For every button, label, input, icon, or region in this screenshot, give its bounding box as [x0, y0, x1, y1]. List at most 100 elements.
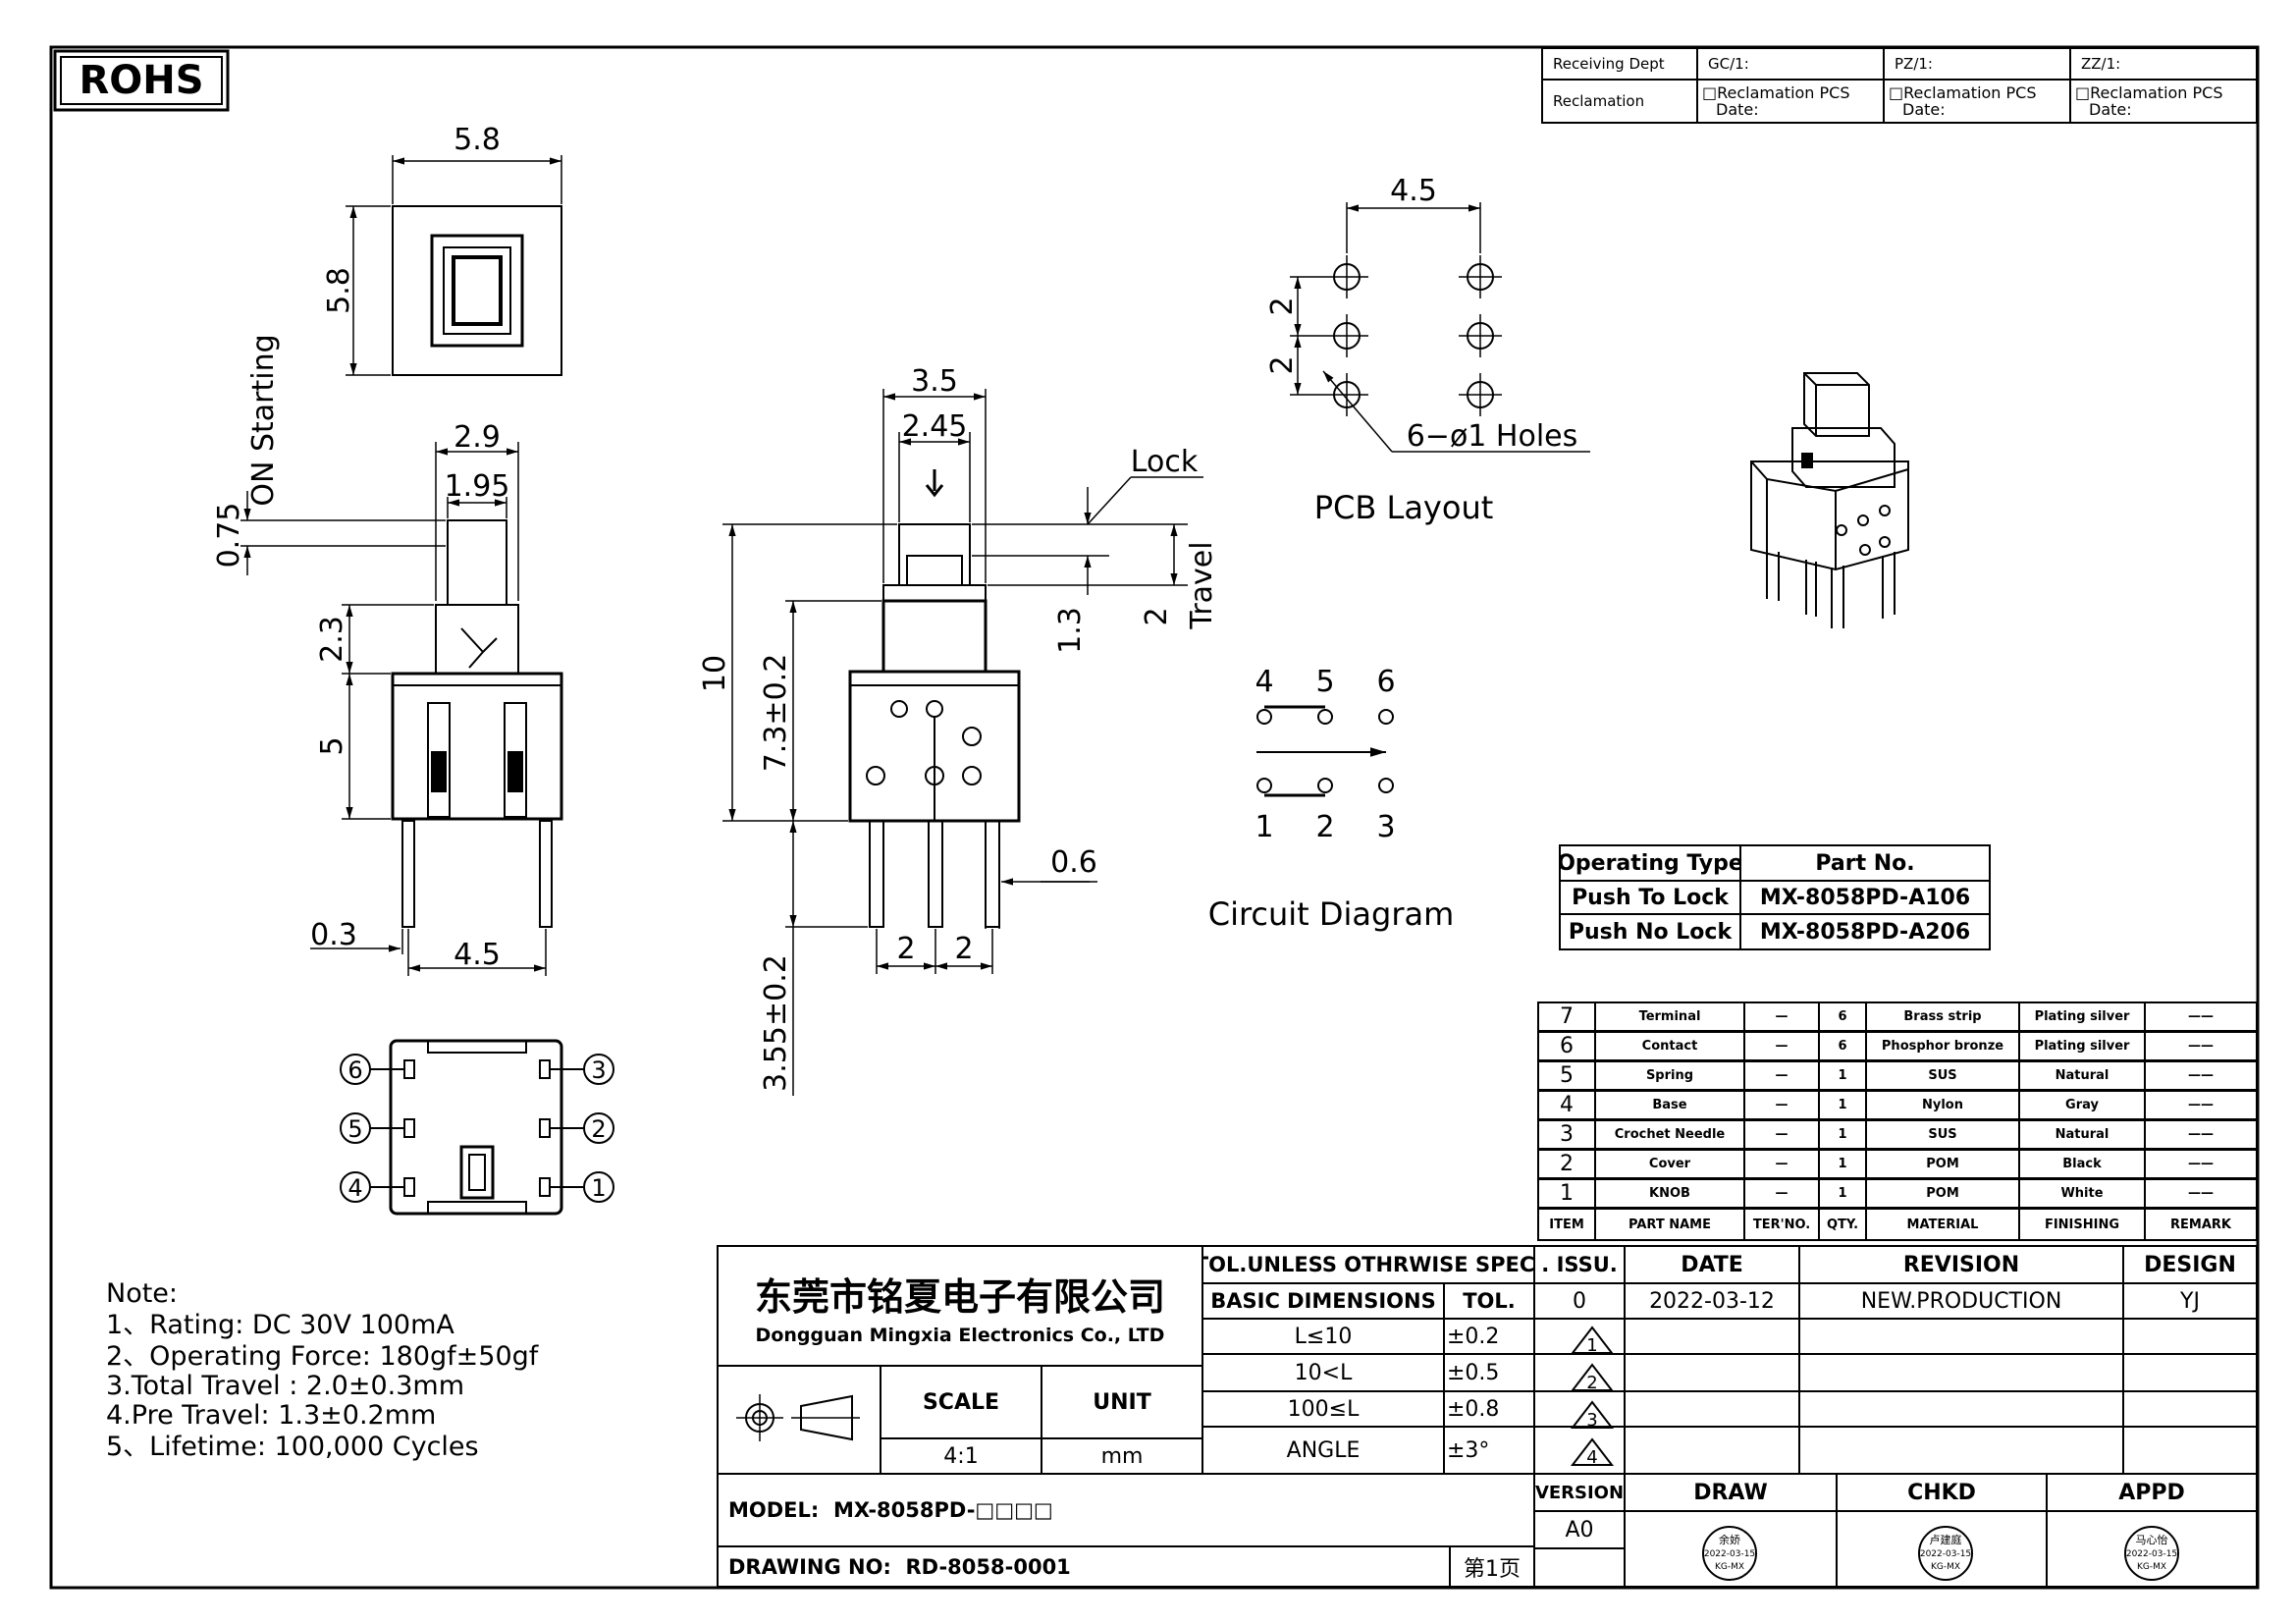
- receiving-dept-label: Receiving Dept: [1541, 47, 1698, 81]
- tol-row-4-range: ANGLE: [1201, 1426, 1445, 1475]
- op-header-type: Operating Type: [1559, 844, 1741, 882]
- dim-lock-value: 1.3: [1053, 607, 1088, 654]
- dim-side-height-1: 2.3: [315, 616, 349, 663]
- model-value: MX-8058PD-□□□□: [832, 1498, 1053, 1522]
- pcb-width: 4.5: [1390, 174, 1437, 208]
- version-value: A0: [1533, 1510, 1626, 1549]
- reclamation-date: Date:: [1902, 100, 1946, 119]
- bom-cell: Cover: [1594, 1149, 1745, 1179]
- appd-signature: [2046, 1510, 2258, 1588]
- tol-title: TOL.UNLESS OTHRWISE SPEC.: [1201, 1245, 1535, 1284]
- design-header: DESIGN: [2122, 1245, 2258, 1284]
- version-blank: [1533, 1547, 1626, 1588]
- bom-cell: Nylon: [1865, 1090, 2020, 1120]
- bom-cell: Plating silver: [2018, 1001, 2146, 1032]
- dim-pin-pitch: 4.5: [454, 938, 501, 972]
- op-header-part: Part No.: [1739, 844, 1991, 882]
- revision-cell: [1533, 1353, 1626, 1392]
- dim-front-pin: 3.55±0.2: [759, 954, 793, 1092]
- rev-description: NEW.PRODUCTION: [1798, 1282, 2124, 1320]
- dim-front-width-1: 3.5: [911, 364, 958, 399]
- draw-label: DRAW: [1624, 1473, 1838, 1512]
- tol-row-3-range: 100≤L: [1201, 1390, 1445, 1428]
- bom-cell: Natural: [2018, 1060, 2146, 1091]
- revision-cell: [1624, 1353, 1800, 1392]
- bom-cell: —: [1743, 1178, 1820, 1209]
- basic-dims: BASIC DIMENSIONS: [1201, 1282, 1445, 1320]
- notes: Note: 1、Rating: DC 30V 100mA 2、Operating…: [106, 1278, 540, 1462]
- scale-value: 4:1: [880, 1437, 1042, 1475]
- bom-cell: 1: [1818, 1149, 1867, 1179]
- dim-top-height: 5.8: [322, 267, 356, 314]
- circuit-label-6: 6: [1376, 665, 1395, 699]
- bom-cell: 1: [1818, 1090, 1867, 1120]
- pcb-pitch-2: 2: [1265, 355, 1300, 374]
- dim-travel-value: 2: [1140, 607, 1174, 625]
- bom-cell: 6: [1537, 1031, 1596, 1061]
- bom-cell: 3: [1537, 1119, 1596, 1150]
- issu-header: . ISSU.: [1533, 1245, 1626, 1284]
- pin-label-6: 6: [347, 1056, 362, 1084]
- bom-header: PART NAME: [1594, 1208, 1745, 1241]
- page-number: 第1页: [1449, 1545, 1535, 1588]
- rev-designer: YJ: [2122, 1282, 2258, 1320]
- revision-cell: [1533, 1318, 1626, 1355]
- op-row-2-type: Push No Lock: [1559, 913, 1741, 950]
- bom-cell: Gray: [2018, 1090, 2146, 1120]
- bom-cell: ——: [2144, 1149, 2258, 1179]
- pin-label-3: 3: [591, 1056, 606, 1084]
- bom-cell: —: [1743, 1031, 1820, 1061]
- side-view: [240, 442, 563, 976]
- company-cell: 东莞市铭夏电子有限公司 Dongguan Mingxia Electronics…: [717, 1245, 1203, 1367]
- bom-cell: 1: [1537, 1178, 1596, 1209]
- scale-label: SCALE: [880, 1365, 1042, 1439]
- circuit-diagram-title: Circuit Diagram: [1208, 895, 1455, 933]
- bom-cell: 2: [1537, 1149, 1596, 1179]
- circuit-label-4: 4: [1255, 665, 1273, 699]
- unit-label: UNIT: [1041, 1365, 1203, 1439]
- bom-cell: Phosphor bronze: [1865, 1031, 2020, 1061]
- revision-cell: [1624, 1318, 1800, 1355]
- revision-cell: [2122, 1318, 2258, 1355]
- bom-cell: —: [1743, 1149, 1820, 1179]
- bom-cell: SUS: [1865, 1060, 2020, 1091]
- dim-side-width-2: 1.95: [445, 469, 510, 504]
- reclamation-text: □Reclamation PCS: [1889, 83, 2037, 102]
- dim-front-pitch-2: 2: [954, 932, 973, 966]
- circuit-label-2: 2: [1315, 810, 1334, 844]
- reclamation-text: □Reclamation PCS: [1702, 83, 1850, 102]
- bottom-view: [340, 1039, 614, 1216]
- bom-cell: Spring: [1594, 1060, 1745, 1091]
- bom-header: TER'NO.: [1743, 1208, 1820, 1241]
- receiving-col-zz: ZZ/1:: [2069, 47, 2258, 81]
- top-view: [346, 155, 562, 376]
- dim-side-width-1: 2.9: [454, 420, 501, 455]
- rev-issu: 0: [1533, 1282, 1626, 1320]
- dim-front-pitch-1: 2: [896, 932, 915, 966]
- receiving-col-pz: PZ/1:: [1883, 47, 2071, 81]
- drawing-no-label: DRAWING NO:: [728, 1554, 891, 1579]
- circuit-label-5: 5: [1315, 665, 1334, 699]
- bom-cell: White: [2018, 1178, 2146, 1209]
- bom-cell: Contact: [1594, 1031, 1745, 1061]
- rev-date: 2022-03-12: [1624, 1282, 1800, 1320]
- bom-cell: —: [1743, 1119, 1820, 1150]
- revision-cell: [1798, 1353, 2124, 1392]
- bom-cell: KNOB: [1594, 1178, 1745, 1209]
- revision-header: REVISION: [1798, 1245, 2124, 1284]
- tol-row-1-val: ±0.2: [1443, 1318, 1535, 1355]
- pin-label-5: 5: [347, 1115, 362, 1143]
- bom-cell: POM: [1865, 1178, 2020, 1209]
- pin-label-4: 4: [347, 1174, 362, 1202]
- rohs-text: ROHS: [79, 58, 203, 103]
- bom-header: QTY.: [1818, 1208, 1867, 1241]
- unit-value: mm: [1041, 1437, 1203, 1475]
- revision-cell: [2122, 1426, 2258, 1475]
- pin-label-1: 1: [591, 1174, 606, 1202]
- bom-cell: —: [1743, 1090, 1820, 1120]
- front-view: [722, 389, 1203, 1096]
- chkd-signature: [1836, 1510, 2048, 1588]
